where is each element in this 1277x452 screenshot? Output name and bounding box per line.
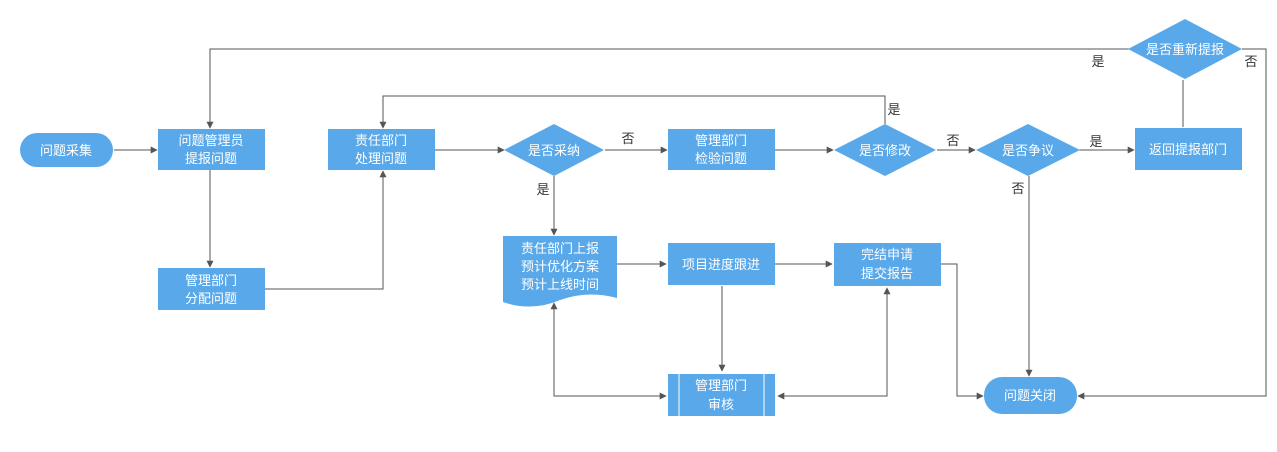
edge-assign-to-resp	[265, 170, 387, 290]
resubmit-decision-node: 是否重新提报	[1128, 19, 1242, 79]
admin-report-line2: 提报问题	[185, 151, 237, 167]
issue-close-node: 问题关闭	[984, 377, 1077, 414]
resubmit-decision-shape	[1128, 19, 1242, 79]
mgmt-review-line1: 管理部门	[695, 379, 747, 394]
issue-close-shape	[984, 377, 1077, 414]
adopt-decision-shape	[504, 124, 604, 176]
edge-resubmit-to-admin	[206, 48, 1130, 129]
dispute-decision-shape	[976, 124, 1080, 176]
modify-decision-text: 是否修改	[859, 144, 911, 159]
issue-close-text: 问题关闭	[1004, 389, 1056, 404]
mgmt-verify-line2: 检验问题	[695, 151, 747, 167]
label-modify-no: 否	[946, 134, 959, 149]
issue-collect-shape	[20, 133, 113, 167]
return-dept-text: 返回提报部门	[1149, 142, 1227, 158]
mgmt-assign-line2: 分配问题	[185, 292, 237, 307]
mgmt-verify-line1: 管理部门	[695, 134, 747, 149]
admin-report-line1: 问题管理员	[178, 134, 243, 149]
mgmt-review-line2: 审核	[708, 398, 734, 413]
modify-decision-node: 是否修改	[834, 124, 936, 176]
completion-request-line2: 提交报告	[861, 266, 913, 282]
completion-request-line1: 完结申请	[861, 248, 913, 263]
mgmt-assign-node: 管理部门 分配问题	[158, 268, 265, 310]
nodes: 问题采集 问题管理员 提报问题 管理部门 分配问题 责任部门 处理问题 是否采纳	[20, 19, 1242, 416]
mgmt-verify-node: 管理部门 检验问题	[668, 129, 775, 170]
edge-completion-to-close	[941, 263, 984, 400]
adopt-decision-text: 是否采纳	[528, 144, 580, 159]
modify-decision-shape	[834, 124, 936, 176]
resubmit-decision-text: 是否重新提报	[1146, 42, 1224, 58]
completion-request-node: 完结申请 提交报告	[834, 243, 941, 286]
mgmt-review-shape	[668, 374, 775, 416]
progress-track-text: 项目进度跟进	[682, 257, 760, 273]
resp-plan-doc-shape	[503, 236, 617, 307]
dispute-decision-node: 是否争议	[976, 124, 1080, 176]
resp-handle-line1: 责任部门	[355, 134, 407, 149]
adopt-decision-node: 是否采纳	[504, 124, 604, 176]
resp-plan-doc-node: 责任部门上报 预计优化方案 预计上线时间	[503, 236, 617, 307]
edge-labels: 否 是 是 否 是 否 是 否	[536, 55, 1257, 198]
resp-plan-doc-line1: 责任部门上报	[521, 242, 599, 257]
label-dispute-no: 否	[1011, 182, 1024, 197]
progress-track-node: 项目进度跟进	[668, 243, 775, 285]
mgmt-verify-shape	[668, 129, 775, 170]
issue-collect-text: 问题采集	[40, 143, 92, 159]
label-dispute-yes: 是	[1089, 135, 1102, 150]
resp-handle-line2: 处理问题	[355, 152, 407, 167]
label-modify-yes: 是	[887, 103, 900, 118]
mgmt-assign-shape	[158, 268, 265, 310]
dispute-decision-text: 是否争议	[1002, 144, 1054, 159]
label-adopt-no: 否	[621, 132, 634, 147]
label-resubmit-yes: 是	[1091, 55, 1104, 70]
return-dept-shape	[1135, 128, 1242, 170]
completion-request-shape	[834, 243, 941, 286]
edge-review-plan	[550, 302, 667, 400]
edge-modify-to-resp	[379, 95, 886, 129]
label-adopt-yes: 是	[536, 183, 549, 198]
resp-plan-doc-line3: 预计上线时间	[521, 278, 599, 293]
mgmt-assign-line1: 管理部门	[185, 274, 237, 289]
edges	[114, 48, 1267, 400]
return-dept-node: 返回提报部门	[1135, 128, 1242, 170]
resp-plan-doc-line2: 预计优化方案	[521, 259, 599, 275]
resp-handle-shape	[328, 129, 435, 170]
issue-collect-node: 问题采集	[20, 133, 113, 167]
mgmt-review-node: 管理部门 审核	[668, 374, 775, 416]
label-resubmit-no: 否	[1244, 55, 1257, 70]
admin-report-node: 问题管理员 提报问题	[158, 129, 265, 170]
edge-review-completion	[777, 287, 891, 400]
progress-track-shape	[668, 243, 775, 285]
resp-handle-node: 责任部门 处理问题	[328, 129, 435, 170]
admin-report-shape	[158, 129, 265, 170]
edge-resubmit-to-close	[1077, 48, 1267, 400]
